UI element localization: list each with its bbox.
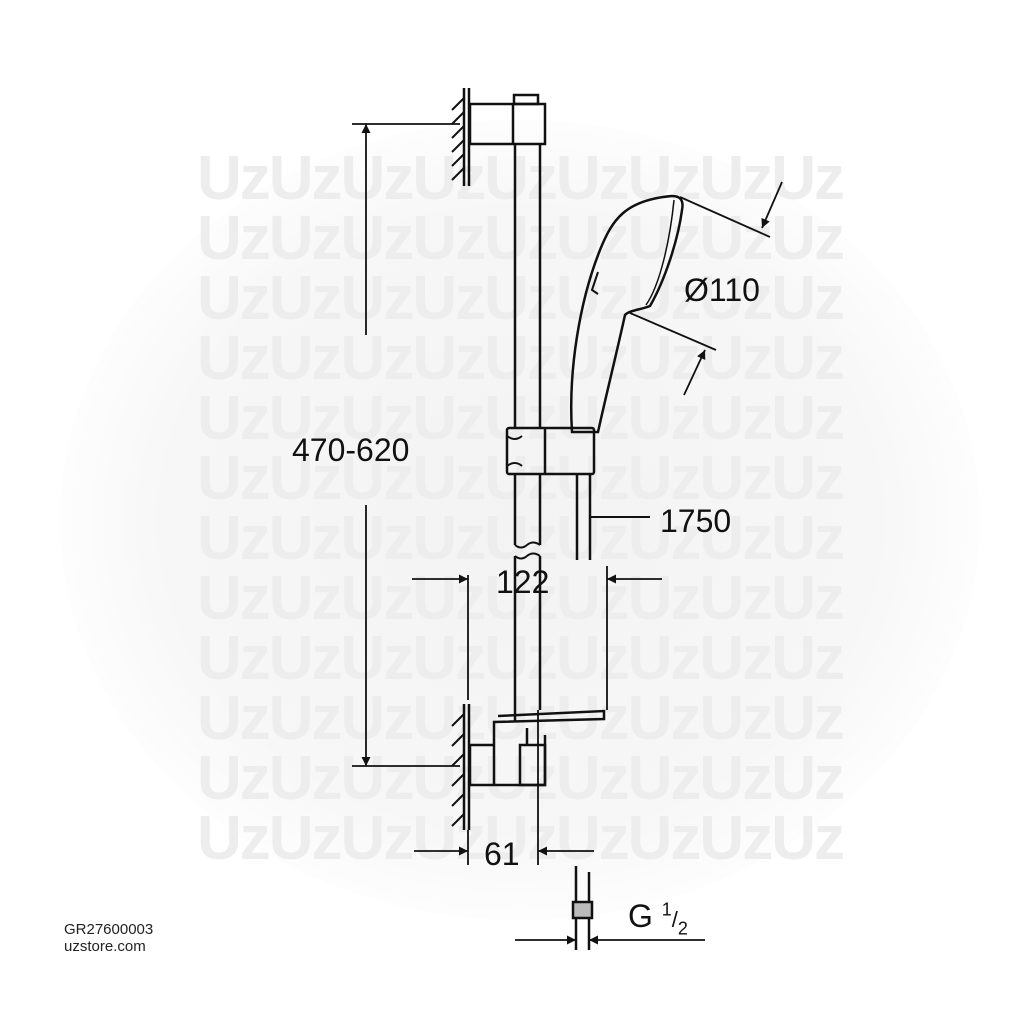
upper-bracket	[468, 93, 547, 146]
head-diameter-label: Ø110	[684, 272, 760, 308]
watermark-row: UzUzUzUzUzUzUzUzUz	[197, 150, 845, 208]
dimension-122	[412, 566, 662, 710]
product-code: GR27600003	[64, 921, 154, 938]
watermark-row: UzUzUzUzUzUzUzUzUz	[197, 270, 845, 328]
watermark-background	[60, 120, 980, 920]
dimension-diameter	[629, 181, 783, 396]
holder-offset-label: 122	[496, 564, 550, 600]
slider-holder	[505, 426, 596, 476]
wall-depth-label: 61	[484, 836, 520, 872]
thread-label: G 1/2	[628, 898, 688, 939]
dimension-61	[414, 710, 594, 865]
watermark-row: UzUzUzUzUzUzUzUzUz	[197, 210, 845, 268]
thread-letter: G	[628, 898, 653, 934]
thread-denominator: 2	[677, 918, 688, 939]
lower-bracket	[468, 709, 606, 787]
hose-length-label: 1750	[660, 503, 732, 539]
watermark-row: UzUzUzUzUzUzUzUzUz	[197, 330, 845, 388]
watermark-row: UzUzUzUzUzUzUzUzUz	[197, 690, 845, 748]
hose-connection	[571, 866, 594, 950]
watermark-row: UzUzUzUzUzUzUzUzUz	[197, 630, 845, 688]
product-info: GR27600003 uzstore.com	[64, 921, 153, 955]
thread-numerator: 1	[661, 899, 672, 920]
watermark-row: UzUzUzUzUzUzUzUzUz	[197, 570, 845, 628]
hose	[575, 474, 650, 560]
watermark-row: UzUzUzUzUzUzUzUzUz	[197, 810, 845, 868]
upper-wall-hatch	[451, 88, 471, 186]
lower-wall-hatch	[451, 704, 471, 830]
hand-shower	[569, 194, 684, 434]
dimension-height	[352, 123, 460, 767]
shower-rail	[513, 144, 542, 722]
height-range-label: 470-620	[292, 432, 410, 468]
product-site: uzstore.com	[64, 938, 146, 955]
watermark-row: UzUzUzUzUzUzUzUzUz	[197, 390, 845, 448]
watermark-row: UzUzUzUzUzUzUzUzUz	[197, 450, 845, 508]
